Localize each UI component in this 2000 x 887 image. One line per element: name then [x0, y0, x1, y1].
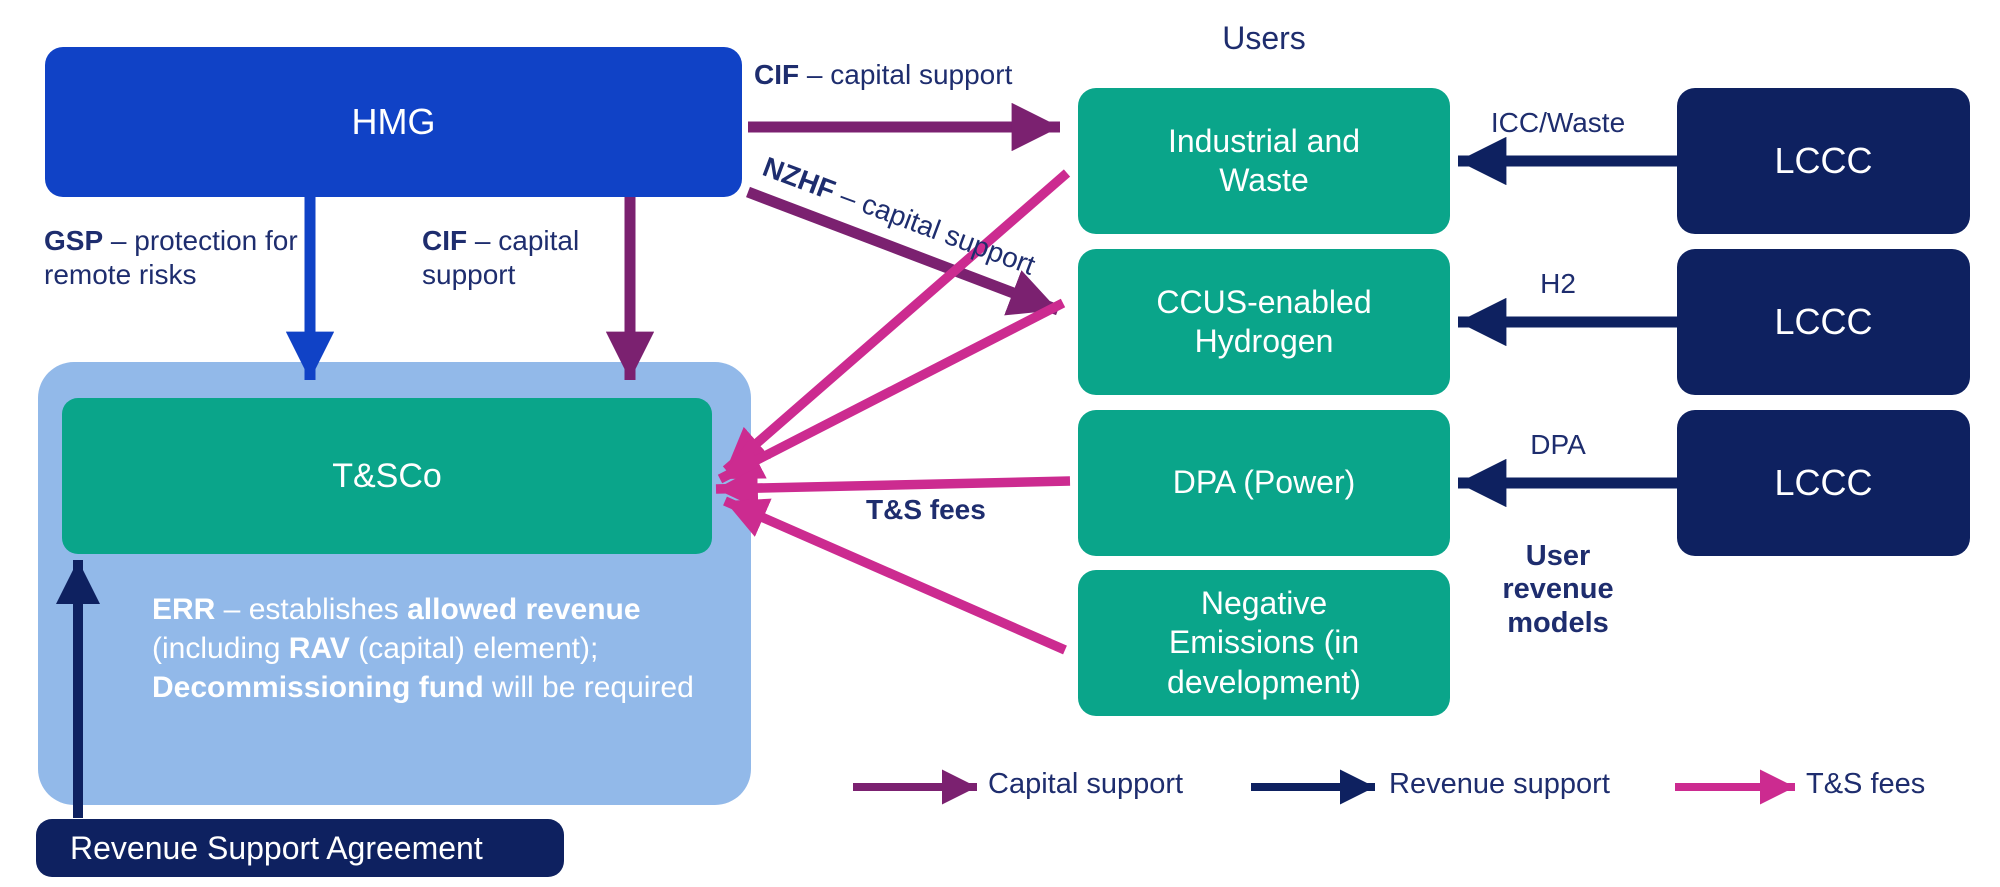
hmg-box: HMG — [45, 47, 742, 197]
user-box-industrial-and-waste: Industrial and Waste — [1078, 88, 1450, 234]
err-text: ERR – establishes allowed revenue (inclu… — [152, 593, 694, 704]
label-cif-down-rest: – capital support — [422, 225, 580, 291]
tsco-label: T&SCo — [332, 456, 442, 495]
user-box-label-line: Negative — [1200, 585, 1328, 622]
lccc-label: LCCC — [1774, 301, 1873, 342]
user-box-label-line: Emissions (in — [1168, 624, 1360, 661]
label-ts-fees: T&S fees — [866, 494, 986, 525]
label-gsp-rest: – protection for remote risks — [44, 225, 298, 291]
lccc-box-2: LCCC — [1677, 249, 1970, 395]
legend-label-revenue-support: Revenue support — [1389, 768, 1610, 800]
label-cif-down: CIF – capital support — [422, 224, 627, 292]
label-gsp-bold: GSP — [44, 225, 104, 256]
legend-label-capital-support: Capital support — [988, 768, 1184, 800]
hmg-label: HMG — [351, 101, 436, 142]
rsa-label: Revenue Support Agreement — [70, 829, 483, 866]
label-cif-down-bold: CIF — [422, 225, 468, 256]
lccc-label: LCCC — [1774, 140, 1873, 181]
user-box-label-line: development) — [1167, 663, 1361, 700]
user-box-negative-emissions: Negative Emissions (in development) — [1078, 570, 1450, 716]
lccc-box-3: LCCC — [1677, 410, 1970, 556]
user-box-dpa-power: DPA (Power) — [1078, 410, 1450, 556]
user-box-label-line: DPA (Power) — [1172, 464, 1356, 501]
user-box-label-line: Industrial and — [1167, 122, 1361, 159]
lccc-label: LCCC — [1774, 462, 1873, 503]
rsa-box: Revenue Support Agreement — [36, 819, 564, 877]
user-box-ccus-enabled-hydrogen: CCUS-enabled Hydrogen — [1078, 249, 1450, 395]
label-cif-right: CIF – capital support — [754, 58, 1012, 92]
legend-label-ts-fees: T&S fees — [1806, 768, 1926, 800]
label-icc-waste: ICC/Waste — [1490, 107, 1626, 138]
arrow-tsfees-ccus-hydrogen — [717, 298, 1066, 484]
label-user-revenue-models: User revenue models — [1448, 540, 1668, 640]
users-heading: Users — [1222, 20, 1306, 56]
label-user-revenue-models-line: models — [1507, 606, 1609, 639]
label-nzhf: NZHF – capital support — [758, 150, 1040, 283]
label-nzhf-bold: NZHF — [758, 150, 840, 207]
label-h2: H2 — [1540, 268, 1576, 299]
tsco-box: T&SCo — [62, 398, 712, 554]
label-cif-right-rest: – capital support — [799, 59, 1013, 90]
user-box-label-line: Waste — [1219, 162, 1309, 198]
user-box-label-line: Hydrogen — [1194, 323, 1334, 359]
label-user-revenue-models-line: revenue — [1502, 573, 1614, 606]
label-user-revenue-models-line: User — [1525, 540, 1591, 572]
user-box-label-line: CCUS-enabled — [1156, 283, 1372, 320]
arrow-tsfees-dpa-power — [715, 467, 1071, 509]
label-cif-right-bold: CIF — [754, 59, 800, 90]
label-gsp: GSP – protection for remote risks — [44, 224, 300, 292]
label-nzhf-rest: – capital support — [828, 177, 1040, 281]
lccc-box-1: LCCC — [1677, 88, 1970, 234]
label-dpa: DPA — [1530, 429, 1586, 460]
